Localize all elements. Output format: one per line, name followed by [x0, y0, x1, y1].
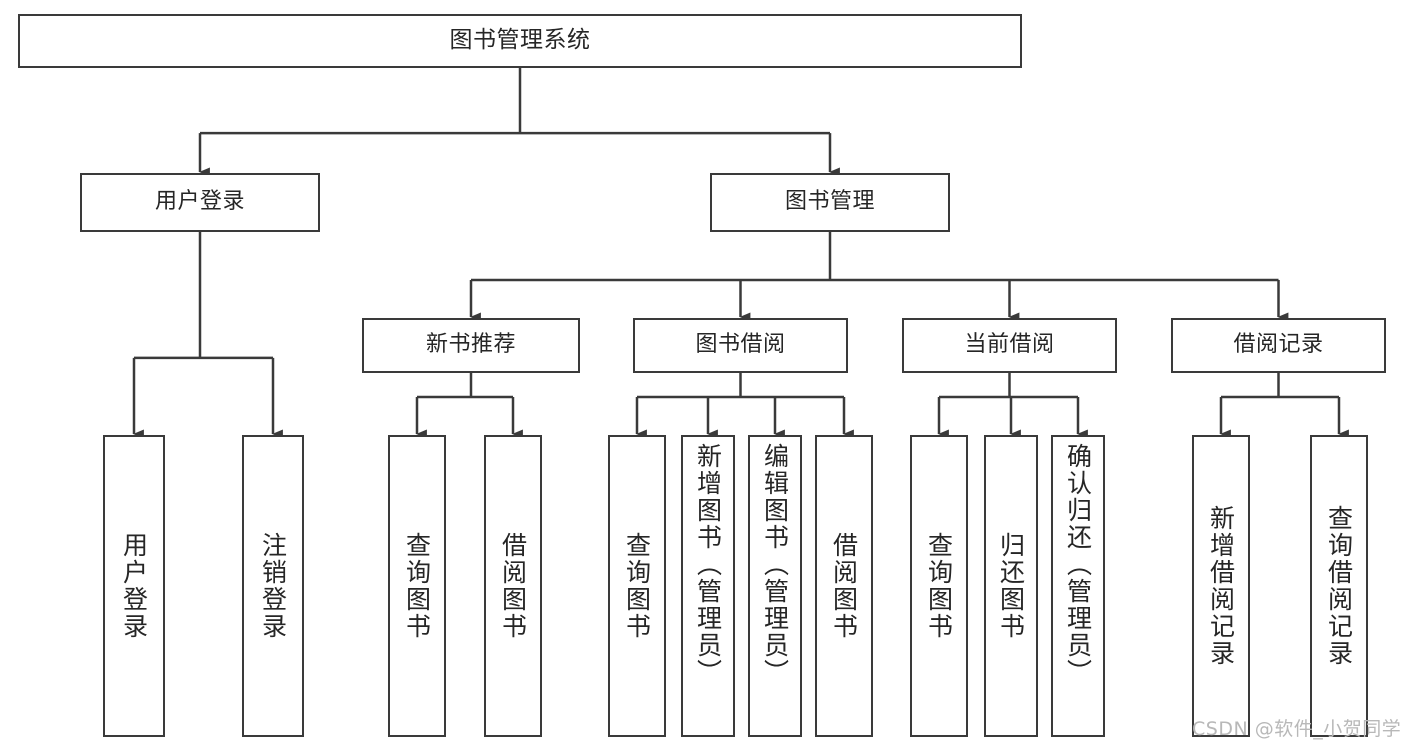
- node-label: 图书管理: [784, 189, 875, 215]
- node-label: 用户登录: [154, 189, 245, 215]
- node-leaf-add-book[interactable]: 新增图书（管理员）: [681, 435, 735, 737]
- node-label: 查询图书: [622, 532, 652, 640]
- node-label: 借阅图书: [829, 532, 859, 640]
- node-label: 借阅图书: [498, 532, 528, 640]
- node-leaf-query-book-1[interactable]: 查询图书: [388, 435, 446, 737]
- node-borrow-record[interactable]: 借阅记录: [1171, 318, 1386, 373]
- node-label: 查询图书: [924, 532, 954, 640]
- node-label: 确认归还（管理员）: [1063, 443, 1093, 686]
- node-leaf-confirm-return[interactable]: 确认归还（管理员）: [1051, 435, 1105, 737]
- node-user-login[interactable]: 用户登录: [80, 173, 320, 232]
- node-label: 编辑图书（管理员）: [760, 443, 790, 686]
- node-leaf-return-book[interactable]: 归还图书: [984, 435, 1038, 737]
- node-label: 新增借阅记录: [1206, 505, 1236, 667]
- node-leaf-add-record[interactable]: 新增借阅记录: [1192, 435, 1250, 737]
- node-leaf-query-book-3[interactable]: 查询图书: [910, 435, 968, 737]
- node-leaf-query-record[interactable]: 查询借阅记录: [1310, 435, 1368, 737]
- node-label: 用户登录: [119, 532, 149, 640]
- node-label: 查询图书: [402, 532, 432, 640]
- node-book-borrow[interactable]: 图书借阅: [633, 318, 848, 373]
- node-leaf-user-logout[interactable]: 注销登录: [242, 435, 304, 737]
- node-book-manage[interactable]: 图书管理: [710, 173, 950, 232]
- node-label: 图书管理系统: [449, 27, 591, 54]
- node-label: 新增图书（管理员）: [693, 443, 723, 686]
- node-label: 归还图书: [996, 532, 1026, 640]
- node-leaf-query-book-2[interactable]: 查询图书: [608, 435, 666, 737]
- node-label: 查询借阅记录: [1324, 505, 1354, 667]
- node-leaf-user-login[interactable]: 用户登录: [103, 435, 165, 737]
- node-label: 图书借阅: [695, 332, 786, 358]
- node-current-borrow[interactable]: 当前借阅: [902, 318, 1117, 373]
- node-new-book-rec[interactable]: 新书推荐: [362, 318, 580, 373]
- node-leaf-edit-book[interactable]: 编辑图书（管理员）: [748, 435, 802, 737]
- node-label: 新书推荐: [425, 332, 516, 358]
- node-leaf-borrow-book-2[interactable]: 借阅图书: [815, 435, 873, 737]
- node-label: 当前借阅: [964, 332, 1055, 358]
- node-label: 注销登录: [258, 532, 288, 640]
- node-leaf-borrow-book-1[interactable]: 借阅图书: [484, 435, 542, 737]
- node-root[interactable]: 图书管理系统: [18, 14, 1022, 68]
- node-label: 借阅记录: [1233, 332, 1324, 358]
